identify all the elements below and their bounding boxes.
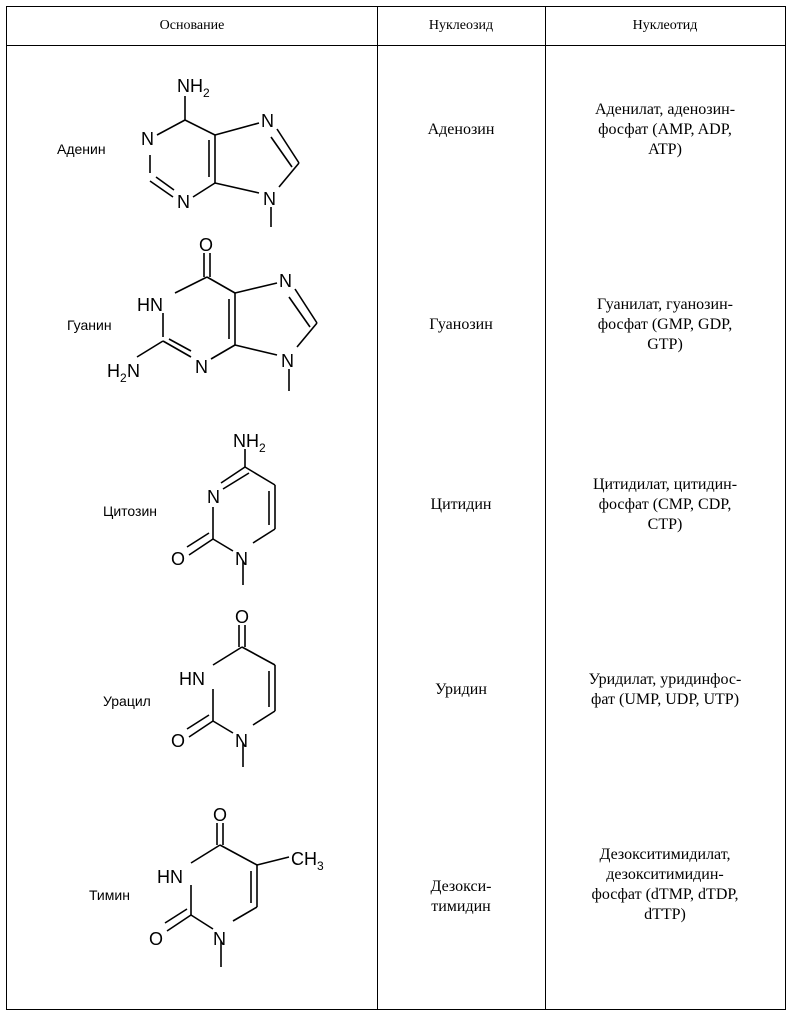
n1-label: N: [235, 549, 248, 569]
h2n-n-label: N: [127, 361, 140, 381]
base-cell: Аденин NH 2 N N: [7, 45, 377, 235]
nucleotide-cell: Цитидилат, цитидин- фосфат (CMP, CDP, CT…: [545, 415, 785, 595]
n1-label: N: [141, 129, 154, 149]
base-name: Аденин: [57, 141, 106, 157]
hn-label: HN: [157, 867, 183, 887]
n3-label: N: [177, 192, 190, 212]
nucleotide-cell: Гуанилат, гуанозин- фосфат (GMP, GDP, GT…: [545, 235, 785, 415]
n3-label: N: [195, 357, 208, 377]
nucleoside-cell: Дезокси- тимидин: [377, 785, 545, 1009]
nucleotide-cell: Уридилат, уридинфос- фат (UMP, UDP, UTP): [545, 595, 785, 785]
table-row: Гуанин O HN H: [7, 235, 785, 415]
nucleotide-line: дезокситимидин-: [606, 866, 724, 883]
ch3-label: CH: [291, 849, 317, 869]
base-name: Гуанин: [67, 317, 112, 333]
nucleotide-line: Аденилат, аденозин-: [594, 101, 736, 118]
nucleotide-table: Основание Нуклеозид Нуклеотид Аденин: [6, 6, 786, 1010]
table-row: Урацил O HN N O Уридин: [7, 595, 785, 785]
nucleotide-cell: Дезокситимидилат, дезокситимидин- фосфат…: [545, 785, 785, 985]
table-row: Тимин O HN CH 3 N O: [7, 785, 785, 1009]
table-row: Аденин NH 2 N N: [7, 45, 785, 235]
nucleotide-line: CTP): [647, 516, 683, 533]
hn-label: HN: [179, 669, 205, 689]
nucleotide-line: Дезокситимидилат,: [599, 846, 731, 863]
nh2-subscript: 2: [259, 441, 266, 455]
nucleotide-line: фосфат (CMP, CDP,: [598, 496, 732, 513]
o-top-label: O: [235, 607, 249, 627]
nucleotide-line: Цитидилат, цитидин-: [592, 476, 738, 493]
nucleotide-line: фосфат (dTMP, dTDP,: [591, 886, 739, 903]
header-divider: [7, 45, 785, 46]
n9-label: N: [263, 189, 276, 209]
o-label: O: [171, 731, 185, 751]
nh2-label: NH: [233, 431, 259, 451]
nucleotide-line: фосфат (GMP, GDP,: [597, 316, 733, 333]
o-label: O: [171, 549, 185, 569]
header-nucleotide: Нуклеотид: [632, 18, 698, 33]
cytosine-structure: NH 2 N N O: [171, 431, 276, 585]
uracil-structure: O HN N O: [171, 607, 276, 767]
n3-label: N: [207, 487, 220, 507]
base-name: Тимин: [89, 887, 130, 903]
nucleotide-line: фат (UMP, UDP, UTP): [590, 691, 740, 708]
base-name: Цитозин: [103, 503, 158, 519]
nucleotide-line: Гуанилат, гуанозин-: [597, 296, 733, 313]
column-divider: [377, 7, 378, 1009]
h2n-label: H: [107, 361, 120, 381]
nucleoside-cell: Уридин: [435, 681, 487, 698]
base-cell: Цитозин NH 2 N N O: [7, 415, 377, 595]
nucleotide-line: фосфат (AMP, ADP,: [598, 121, 732, 138]
nucleoside-cell: Цитидин: [430, 496, 492, 513]
header-base: Основание: [159, 18, 225, 33]
header-nucleoside: Нуклеозид: [428, 18, 494, 33]
nucleoside-cell: Аденозин: [427, 121, 495, 138]
n9-label: N: [281, 351, 294, 371]
nh2-subscript: 2: [203, 86, 210, 100]
n7-label: N: [279, 271, 292, 291]
n7-label: N: [261, 111, 274, 131]
nucleoside-line: Дезокси-: [430, 878, 492, 895]
hn-label: HN: [137, 295, 163, 315]
h2n-subscript: 2: [120, 371, 127, 385]
base-name: Урацил: [103, 693, 151, 709]
column-divider: [545, 7, 546, 1009]
nucleotide-cell: Аденилат, аденозин- фосфат (AMP, ADP, AT…: [545, 45, 785, 215]
thymine-structure: O HN CH 3 N O: [149, 805, 324, 967]
o-label: O: [149, 929, 163, 949]
o-top-label: O: [213, 805, 227, 825]
base-cell: Тимин O HN CH 3 N O: [7, 785, 377, 1009]
adenine-structure: NH 2 N N N N: [141, 76, 300, 227]
guanine-structure: O HN H 2 N N N N: [107, 235, 318, 391]
nucleotide-line: ATP): [648, 141, 682, 158]
n1-label: N: [213, 929, 226, 949]
nucleotide-line: Уридилат, уридинфос-: [588, 671, 742, 688]
nucleotide-line: dTTP): [644, 906, 686, 923]
ch3-subscript: 3: [317, 859, 324, 873]
base-cell: Гуанин O HN H: [7, 235, 377, 415]
table-row: Цитозин NH 2 N N O Цитидин: [7, 415, 785, 595]
nucleotide-line: GTP): [647, 336, 683, 353]
base-cell: Урацил O HN N O: [7, 595, 377, 785]
nh2-label: NH: [177, 76, 203, 96]
nucleoside-cell: Гуанозин: [429, 316, 493, 333]
n1-label: N: [235, 731, 248, 751]
nucleoside-line: тимидин: [431, 898, 491, 915]
o-label: O: [199, 235, 213, 255]
